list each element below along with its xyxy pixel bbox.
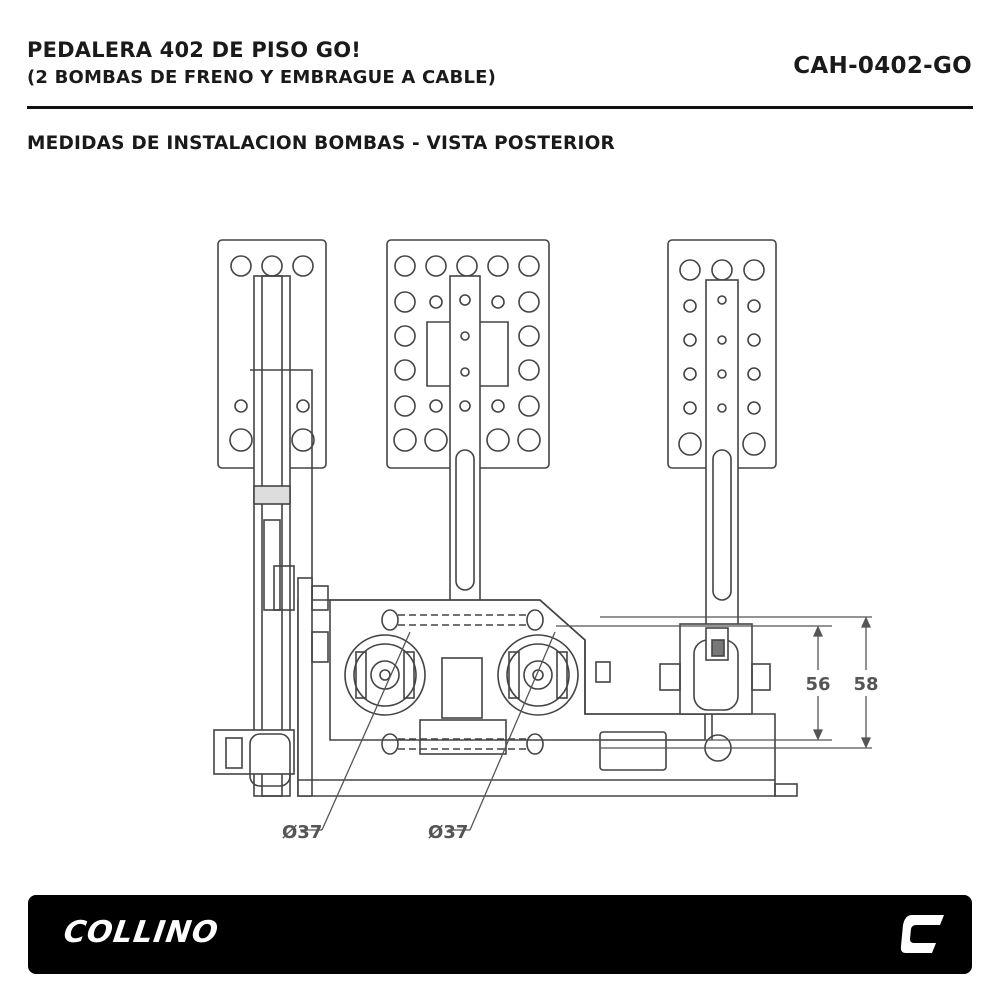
part-number: CAH-0402-GO [793, 53, 972, 79]
collino-logo: COLLINO [61, 915, 221, 950]
page-subtitle: (2 BOMBAS DE FRENO Y EMBRAGUE A CABLE) [27, 67, 497, 88]
accelerator-pivot [659, 623, 771, 715]
bore-left [344, 634, 426, 716]
dimension-56-label: 56 [805, 674, 830, 695]
section-title: MEDIDAS DE INSTALACION BOMBAS - VISTA PO… [27, 133, 615, 154]
page-title: PEDALERA 402 DE PISO GO! [27, 38, 362, 62]
bore-right-label: Ø37 [428, 822, 468, 843]
bore-right [497, 634, 579, 716]
dimension-58-label: 58 [853, 674, 878, 695]
bore-left-label: Ø37 [282, 822, 322, 843]
mounting-slots [381, 609, 544, 755]
clutch-pedal [213, 239, 327, 797]
accelerator-pedal [667, 239, 777, 641]
brake-pedal [386, 239, 550, 646]
header-divider [27, 106, 973, 109]
footer-bar: COLLINO [28, 895, 972, 974]
collino-c-logo-icon [900, 915, 944, 953]
